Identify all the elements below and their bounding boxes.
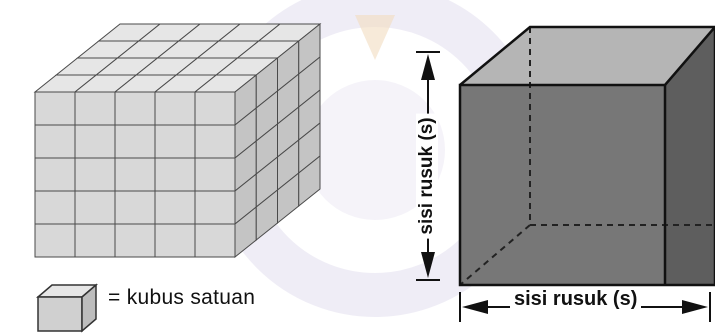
unit-cube-front-cell bbox=[74, 91, 116, 126]
unit-cube-block bbox=[33, 22, 322, 259]
cube-edge-side-label: sisi rusuk (s) bbox=[416, 113, 438, 239]
solid-cube bbox=[416, 25, 715, 322]
unit-cube-front-cell bbox=[74, 157, 116, 192]
unit-cube-front-cell bbox=[114, 157, 156, 192]
cube-edge-bottom-label: sisi rusuk (s) bbox=[510, 288, 642, 311]
unit-cube-front-cell bbox=[114, 223, 156, 258]
unit-cube-front-cell bbox=[194, 190, 236, 225]
unit-cube-front-cell bbox=[74, 124, 116, 159]
unit-cube-front-cell bbox=[154, 190, 196, 225]
unit-cube-front-cell bbox=[114, 124, 156, 159]
unit-cube-front-cell bbox=[194, 91, 236, 126]
unit-cube-front-cell bbox=[194, 124, 236, 159]
cube-front-face bbox=[460, 85, 665, 285]
unit-cube-front-cell bbox=[114, 190, 156, 225]
cube-top-face bbox=[460, 27, 715, 85]
unit-cube-front-cell bbox=[114, 91, 156, 126]
hidden-edge-diagonal bbox=[459, 224, 531, 286]
unit-cube-front-cell bbox=[34, 91, 76, 126]
unit-cube-front-cell bbox=[194, 157, 236, 192]
cube-side-face bbox=[665, 27, 715, 285]
unit-cube-front-cell bbox=[34, 190, 76, 225]
unit-cube-front-cell bbox=[154, 91, 196, 126]
unit-cube-front-cell bbox=[34, 157, 76, 192]
legend-label: = kubus satuan bbox=[108, 286, 256, 309]
unit-cube-front-cell bbox=[194, 223, 236, 258]
unit-cube-front-cell bbox=[34, 124, 76, 159]
unit-cube-front-cell bbox=[154, 124, 196, 159]
unit-cube-front-cell bbox=[74, 190, 116, 225]
unit-cube-side-cell bbox=[298, 154, 321, 208]
unit-cube-front-cell bbox=[34, 223, 76, 258]
unit-cube-front-cell bbox=[74, 223, 116, 258]
unit-cube-front-cell bbox=[154, 223, 196, 258]
legend-unit-cube-icon bbox=[36, 283, 99, 333]
unit-cube-front-cell bbox=[154, 157, 196, 192]
